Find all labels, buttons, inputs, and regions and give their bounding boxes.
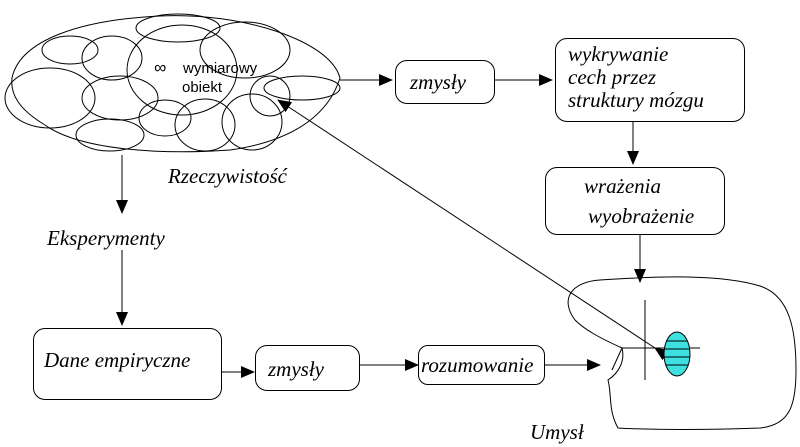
senses-label-top: zmysły xyxy=(410,70,466,94)
impressions-line-1: wrażenia xyxy=(584,174,662,198)
detection-line-2: cech przez xyxy=(568,65,657,89)
mind-label: Umysł xyxy=(530,420,584,444)
object-word-object: obiekt xyxy=(182,79,223,96)
reality-object-blob xyxy=(4,13,341,153)
reality-label: Rzeczywistość xyxy=(168,164,287,188)
empirical-data-label: Dane empiryczne xyxy=(44,348,191,372)
detection-box: wykrywanie cech przez struktury mózgu xyxy=(555,38,745,122)
arrow-mind-to-reality xyxy=(277,99,670,361)
impressions-line-2: wyobrażenie xyxy=(588,204,695,228)
infinity-symbol: ∞ xyxy=(154,58,167,77)
mind-crosshair-tail xyxy=(611,347,623,371)
empirical-data-box: Dane empiryczne xyxy=(33,328,222,400)
senses-label-bottom: zmysły xyxy=(268,357,324,381)
experiments-label: Eksperymenty xyxy=(47,226,165,250)
impressions-box: wrażenia wyobrażenie xyxy=(545,167,725,235)
detection-line-3: struktury mózgu xyxy=(568,88,704,112)
detection-line-1: wykrywanie xyxy=(568,42,669,66)
senses-box-bottom: zmysły xyxy=(255,345,360,391)
reasoning-box: rozumowanie xyxy=(418,345,545,385)
mind-outline xyxy=(567,276,797,430)
senses-box-top: zmysły xyxy=(395,60,495,104)
object-word-dimensional: wymiarowy xyxy=(183,60,258,77)
mind-representation-icon xyxy=(663,331,691,377)
reasoning-label: rozumowanie xyxy=(421,353,534,377)
